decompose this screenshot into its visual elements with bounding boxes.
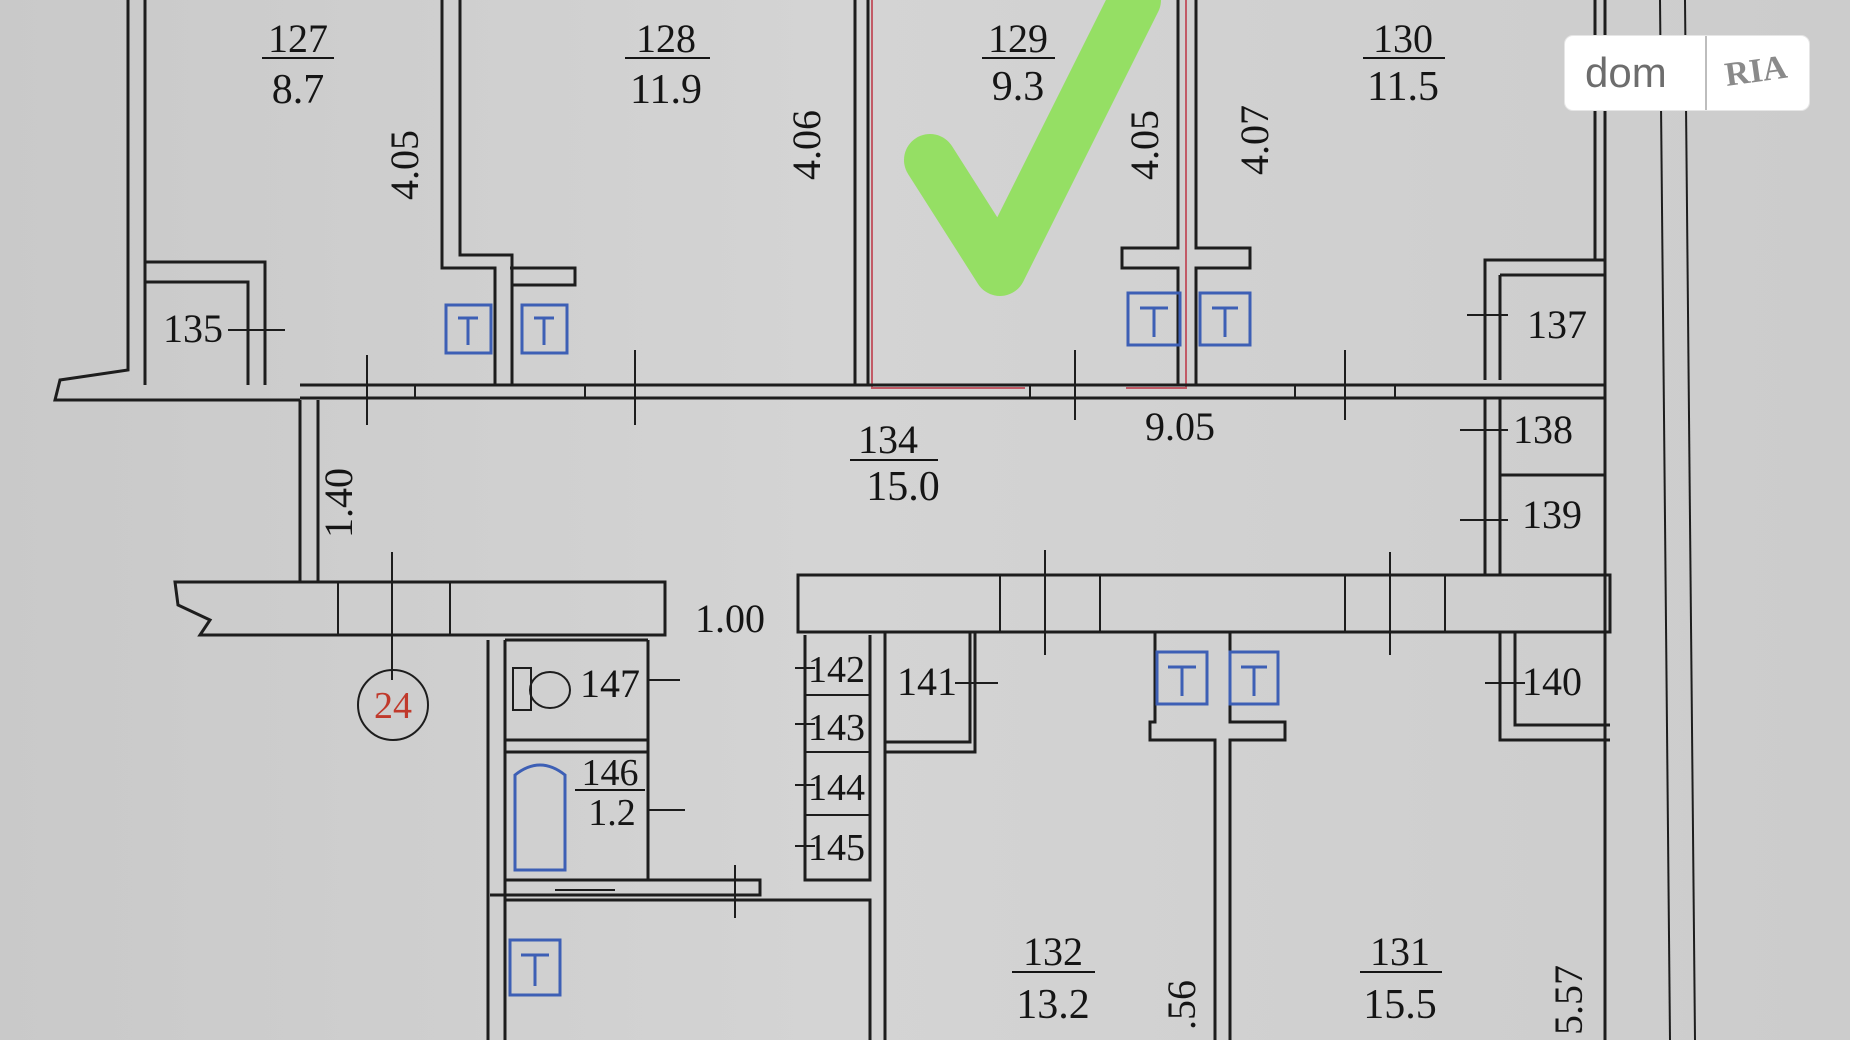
domria-watermark: dom RIA xyxy=(1565,36,1809,110)
small-room-141: 141 xyxy=(897,659,957,704)
dim-corridor-width: 1.40 xyxy=(316,468,361,538)
room-area: 13.2 xyxy=(1016,982,1090,1028)
wall-132-131-2 xyxy=(1228,632,1287,1040)
dim-129-height: 4.05 xyxy=(1122,110,1167,180)
small-room-140: 140 xyxy=(1522,659,1582,704)
wall-right-far-2 xyxy=(1684,0,1696,1040)
room-area: 1.2 xyxy=(588,792,636,834)
room-area: 11.5 xyxy=(1367,64,1439,110)
room-number: 146 xyxy=(582,752,639,794)
watermark-divider xyxy=(1705,36,1707,110)
room-label-129: 129 9.3 xyxy=(982,16,1055,110)
watermark-dom-text: dom xyxy=(1585,49,1667,96)
wall-129-130 xyxy=(1120,0,1180,385)
dim-128-height: 4.06 xyxy=(784,110,829,180)
storage-column-divs xyxy=(805,694,870,816)
room-area: 15.5 xyxy=(1363,982,1437,1028)
room-number: 131 xyxy=(1370,929,1430,974)
room-bottom-left xyxy=(505,898,872,1040)
wall-127-128-inner xyxy=(458,0,514,385)
corridor-west-wall xyxy=(298,400,320,582)
dim-passage: 1.00 xyxy=(695,596,765,641)
corridor-door-1 xyxy=(414,385,1396,398)
room-area: 9.3 xyxy=(992,64,1045,110)
wall-127-128 xyxy=(440,0,497,385)
room-138-wall xyxy=(1483,398,1605,575)
small-room-145: 145 xyxy=(808,827,865,869)
small-room-144: 144 xyxy=(808,767,865,809)
sink-fixtures xyxy=(444,291,1280,997)
room-number: 129 xyxy=(988,16,1048,61)
bath-door xyxy=(545,739,615,891)
corridor-south-wall-left xyxy=(173,580,667,637)
room-area: 15.0 xyxy=(866,464,940,510)
room-129-highlight xyxy=(871,0,1187,389)
wall-128-stub xyxy=(510,266,577,287)
room-141-wall xyxy=(883,632,977,1040)
room-number: 132 xyxy=(1023,929,1083,974)
small-room-143: 143 xyxy=(808,707,865,749)
room-label-134: 134 15.0 xyxy=(850,417,940,510)
room-label-146: 146 1.2 xyxy=(575,752,645,834)
room-label-130: 130 11.5 xyxy=(1363,16,1445,110)
room-number: 130 xyxy=(1373,16,1433,61)
check-mark-icon xyxy=(904,0,1161,296)
room-label-127: 127 8.7 xyxy=(262,16,334,113)
marker-label: 24 xyxy=(374,685,412,727)
south-wall-left-divs xyxy=(337,582,451,635)
small-room-137: 137 xyxy=(1527,302,1587,347)
small-room-138: 138 xyxy=(1513,407,1573,452)
watermark-ria-text: RIA xyxy=(1722,48,1790,94)
dim-127-height: 4.05 xyxy=(382,130,427,200)
corridor-south-wall-right xyxy=(796,573,1612,634)
room-number: 127 xyxy=(268,16,328,61)
small-room-135: 135 xyxy=(163,306,223,351)
room-number: 134 xyxy=(858,417,918,462)
room-140-wall xyxy=(1498,632,1610,742)
wall-127-left xyxy=(53,0,300,402)
marker-circle xyxy=(357,669,429,741)
dim-131-width: 5.57 xyxy=(1546,965,1591,1035)
room-137-wall xyxy=(1485,258,1607,380)
room-135-wall xyxy=(145,260,267,385)
dim-corridor-length: 9.05 xyxy=(1145,404,1215,449)
room-area: 11.9 xyxy=(630,67,702,113)
room-area: 8.7 xyxy=(272,67,325,113)
wall-132-131 xyxy=(1148,632,1217,1040)
room-label-131: 131 15.5 xyxy=(1360,929,1442,1028)
room-label-128: 128 11.9 xyxy=(625,16,710,113)
small-room-139: 139 xyxy=(1522,492,1582,537)
dim-132-width: .56 xyxy=(1159,980,1204,1030)
wall-129-130-inner xyxy=(1194,0,1252,385)
room-label-132: 132 13.2 xyxy=(1012,929,1095,1028)
storage-column-wall xyxy=(803,635,872,882)
dim-130-height: 4.07 xyxy=(1232,105,1277,175)
room-146-wall xyxy=(505,750,650,882)
south-wall-right-divs xyxy=(999,575,1446,632)
small-room-147: 147 xyxy=(580,661,640,706)
wall-right-far xyxy=(1659,0,1671,1040)
small-room-142: 142 xyxy=(808,649,865,691)
door-ticks xyxy=(228,314,1525,918)
room-number: 128 xyxy=(636,16,696,61)
